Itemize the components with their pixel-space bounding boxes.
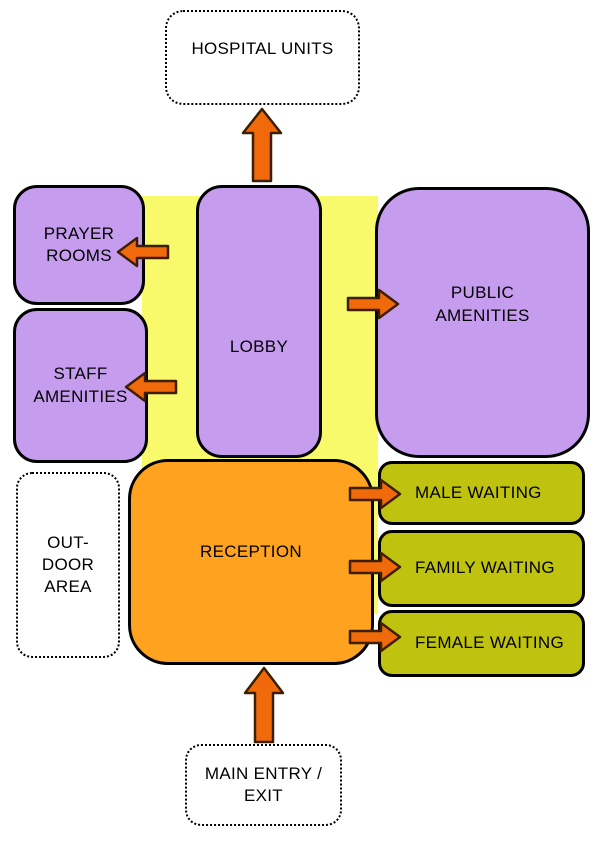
node-lobby-label: LOBBY — [229, 337, 289, 357]
node-main-entry-exit-label: MAIN ENTRY / EXIT — [204, 763, 323, 805]
arrow-reception-to-female-waiting-icon — [348, 621, 402, 653]
node-outdoor-area: OUT-DOOR AREA — [16, 472, 120, 658]
arrow-reception-to-male-waiting-icon — [348, 478, 402, 510]
node-outdoor-area-label: OUT-DOOR AREA — [41, 532, 95, 597]
node-lobby: LOBBY — [196, 185, 322, 458]
node-hospital-units-label: HOSPITAL UNITS — [191, 39, 334, 59]
node-family-waiting-label: FAMILY WAITING — [415, 558, 555, 578]
node-family-waiting: FAMILY WAITING — [378, 530, 585, 607]
arrow-lobby-to-public-amenities-icon — [346, 288, 400, 320]
arrow-main-entry-to-reception-icon — [243, 666, 285, 744]
arrow-lobby-to-hospital-units-icon — [241, 107, 283, 183]
node-female-waiting-label: FEMALE WAITING — [415, 633, 565, 653]
node-male-waiting: MALE WAITING — [378, 461, 585, 525]
arrow-reception-to-family-waiting-icon — [348, 551, 402, 583]
node-public-amenities-label: PUBLIC AMENITIES — [435, 283, 530, 325]
node-main-entry-exit: MAIN ENTRY / EXIT — [185, 744, 342, 826]
node-prayer-rooms: PRAYER ROOMS — [13, 185, 145, 305]
node-public-amenities: PUBLIC AMENITIES — [375, 187, 590, 458]
arrow-lobby-to-prayer-rooms-icon — [116, 236, 170, 268]
node-female-waiting: FEMALE WAITING — [378, 610, 585, 677]
node-staff-amenities-label: STAFF AMENITIES — [33, 364, 128, 406]
node-male-waiting-label: MALE WAITING — [415, 482, 542, 502]
arrow-lobby-to-staff-amenities-icon — [124, 371, 178, 403]
node-hospital-units: HOSPITAL UNITS — [165, 10, 360, 105]
node-prayer-rooms-label: PRAYER ROOMS — [43, 223, 115, 265]
node-staff-amenities: STAFF AMENITIES — [13, 308, 148, 463]
node-reception: RECEPTION — [128, 459, 374, 665]
node-reception-label: RECEPTION — [200, 541, 302, 561]
